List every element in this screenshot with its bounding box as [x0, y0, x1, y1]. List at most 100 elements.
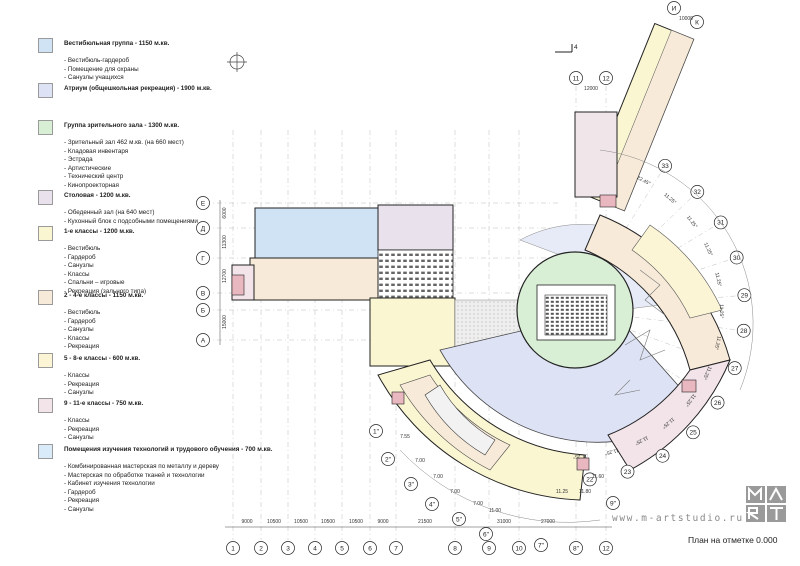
axis-inner-bubble: 7" [534, 538, 548, 552]
legend-title: 5 - 8-е классы - 600 м.кв. [64, 355, 141, 362]
legend-swatch [38, 353, 53, 368]
legend-item: - Классы [64, 270, 90, 278]
dimension-label: 22.45° [636, 175, 652, 187]
svg-text:4: 4 [574, 44, 578, 51]
axis-bottom-bubble: 10 [512, 541, 526, 555]
svg-text:6: 6 [368, 545, 372, 552]
legend-item: - Кинопроекторная [64, 181, 119, 189]
dimension-label: 11.80 [579, 489, 591, 495]
legend-item: - Санузлы учащихся [64, 74, 124, 82]
legend-swatch [38, 290, 53, 305]
svg-text:31: 31 [717, 220, 725, 227]
legend-title: Группа зрительного зала - 1300 м.кв. [64, 122, 180, 129]
axis-top-bubble: К [690, 15, 704, 29]
svg-text:3: 3 [286, 545, 290, 552]
legend-item: - Спальни – игровые [64, 279, 125, 287]
north-red-stair [599, 194, 617, 208]
legend-item: - Гардероб [64, 488, 96, 496]
svg-text:3": 3" [408, 481, 415, 488]
svg-text:24: 24 [659, 453, 667, 460]
legend-items: - Классы- Рекреация- Санузлы [64, 372, 99, 398]
studio-logo [745, 483, 787, 525]
legend-items: - Вестибюль-гардероб- Помещение для охра… [64, 57, 139, 83]
svg-text:Г: Г [201, 255, 205, 262]
axis-radial-bubble: 27 [727, 361, 742, 375]
dimension-label: 11.25 [556, 489, 568, 495]
dimension-label: 6000 [222, 207, 228, 218]
auditorium [516, 251, 634, 369]
axis-inner-bubble: 5" [452, 512, 466, 526]
legend-item: - Санузлы [64, 434, 94, 442]
dimension-label: 11.25° [604, 447, 619, 456]
svg-text:7": 7" [538, 542, 545, 549]
axis-radial-bubble: 32 [690, 185, 705, 199]
legend-item: - Помещение для охраны [64, 65, 139, 73]
legend-item: - Рекреация [64, 343, 100, 351]
svg-text:33: 33 [661, 163, 669, 170]
south-classroom-arc [377, 359, 586, 501]
svg-text:Е: Е [201, 200, 206, 207]
dimension-label: 10500 [321, 519, 335, 525]
dimension-label: 11.25° [713, 335, 722, 350]
axis-bottom-bubble: 12 [599, 541, 613, 555]
legend-swatch [38, 38, 53, 53]
axis-radial-bubble: 30 [729, 250, 744, 265]
legend-title: Вестибюльная группа - 1150 м.кв. [64, 40, 170, 47]
legend-item: - Вестибюль [64, 309, 101, 316]
axis-left-bubble: Г [196, 251, 210, 265]
legend-title: Атриум (общешкольная рекреация) - 1900 м… [64, 85, 212, 92]
legend-item: - Санузлы [64, 326, 94, 334]
axis-inner-bubble: 6" [479, 527, 493, 541]
svg-text:2: 2 [259, 545, 263, 552]
svg-text:28: 28 [740, 328, 748, 335]
legend-item: - Обеденный зал (на 640 мест) [64, 209, 155, 216]
east-classroom-arc [584, 214, 731, 471]
axis-bottom-bubble: 2 [254, 541, 268, 555]
axis-inner-bubble: 2" [381, 452, 395, 466]
dimension-label: 21500 [418, 519, 432, 525]
svg-text:А: А [201, 337, 206, 344]
pink-accent-1 [681, 379, 697, 393]
legend-item: - Артистические [64, 164, 112, 172]
legend-item: - Классы [64, 417, 90, 424]
dimension-label: 7.00 [415, 458, 425, 464]
axis-radial-bubble: 29 [737, 288, 752, 303]
legend-item: - Мастерская по обработке тканей и техно… [64, 471, 205, 479]
axis-bottom-bubble: 5 [335, 541, 349, 555]
axis-radial-bubble: 26 [710, 395, 725, 410]
legend-item: - Зрительный зал 462 м.кв. (на 660 мест) [64, 139, 184, 146]
dimension-label: 11.25° [685, 215, 698, 230]
svg-text:И: И [672, 5, 677, 12]
svg-text:4": 4" [429, 501, 436, 508]
legend-swatch [38, 120, 53, 135]
svg-text:30: 30 [733, 255, 741, 262]
legend-items: - Зрительный зал 462 м.кв. (на 660 мест)… [64, 139, 184, 191]
first-grades-block [369, 297, 456, 367]
axis-bottom-bubble: 9 [482, 541, 496, 555]
axis-radial-bubble: 25 [686, 425, 700, 440]
legend-item: - Рекреация [64, 497, 100, 505]
axis-bottom-bubble: 8 [448, 541, 462, 555]
legend-item: - Вестибюль-гардероб [64, 57, 130, 64]
legend-item: - Гардероб [64, 253, 96, 261]
legend-item: - Санузлы [64, 262, 94, 270]
pink-accent-3 [391, 391, 405, 405]
dimension-label: 9000 [377, 519, 388, 525]
dimension-label: 7.00 [433, 474, 443, 480]
dimension-label: 11.00 [489, 508, 501, 514]
axis-bottom-bubble: 3 [281, 541, 295, 555]
svg-text:Б: Б [201, 307, 205, 314]
legend-item: - Санузлы [64, 389, 94, 397]
axis-inner-bubble: 3" [404, 477, 418, 491]
svg-text:7: 7 [394, 545, 398, 552]
axis-top-bubble: И [667, 1, 681, 15]
svg-text:5": 5" [456, 516, 463, 523]
axis-bottom-bubble: 7 [389, 541, 403, 555]
axis-inner-bubble: 1" [369, 424, 383, 438]
svg-text:В: В [201, 290, 205, 297]
dimension-label: 11.25° [701, 365, 713, 380]
svg-text:8": 8" [573, 545, 580, 552]
legend-items: - Обеденный зал (на 640 мест)- Кухонный … [64, 209, 198, 226]
legend-items: - Вестибюль- Гардероб- Санузлы- Классы- … [64, 245, 146, 297]
axis-radial-bubble: 33 [658, 158, 672, 173]
